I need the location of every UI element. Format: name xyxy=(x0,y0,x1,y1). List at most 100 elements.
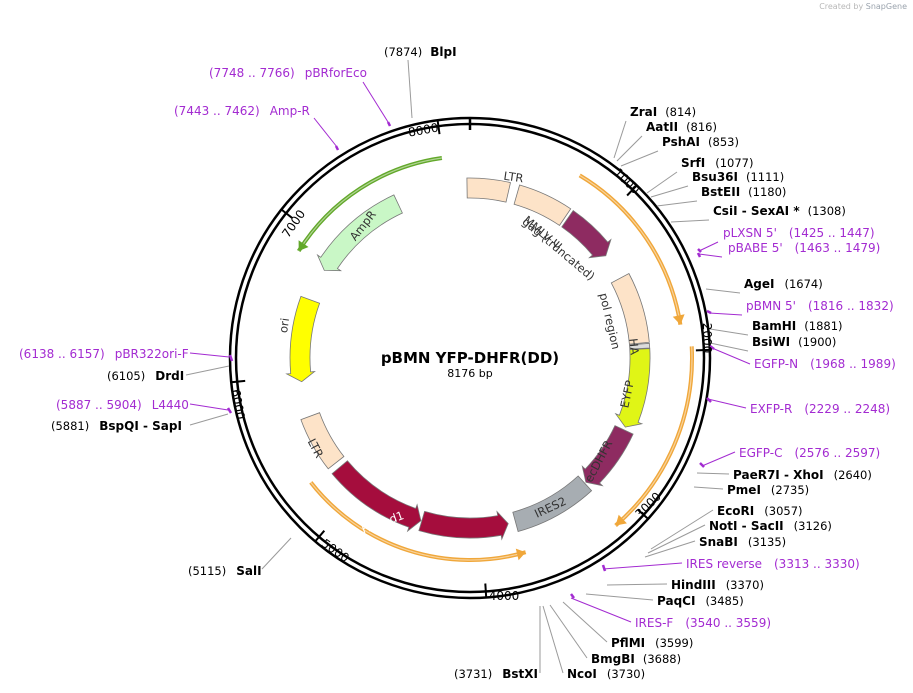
orf-arc-4-arrowhead xyxy=(298,240,309,251)
leader-srfi xyxy=(646,171,678,194)
feature-gag-arrow xyxy=(561,210,612,259)
primer-mark-egfpn xyxy=(709,345,715,350)
primer-mark-exfpr xyxy=(706,397,712,403)
feature-label-ha: HA xyxy=(626,338,642,356)
feature-ampr xyxy=(316,194,403,272)
tick-label-2000: 2000 xyxy=(700,323,714,354)
leader-aatii xyxy=(616,135,643,162)
enzyme-label-sali: (5115)SalI xyxy=(188,564,262,578)
tick-6000 xyxy=(231,379,246,384)
leader-egfpc xyxy=(701,451,736,467)
primer-label-pbabe: pBABE 5'(1463 .. 1479) xyxy=(728,241,880,255)
feature-eyfp xyxy=(614,348,651,428)
feature-hcred1-b xyxy=(331,460,422,533)
feature-label-ori: ori xyxy=(276,317,292,334)
leader-paqci xyxy=(585,593,654,601)
enzyme-label-bspqi: (5881)BspQI - SapI xyxy=(51,419,182,433)
leader-blpi xyxy=(407,59,413,119)
leader-bsu36i xyxy=(650,185,689,198)
leader-bspqi xyxy=(189,413,229,426)
enzyme-label-bsiwi: BsiWI(1900) xyxy=(752,335,836,349)
orf-arc-1-highlight xyxy=(579,174,681,325)
leader-pbabe xyxy=(698,253,723,258)
leader-bmgbi xyxy=(549,604,588,659)
primer-mark-plxsn xyxy=(697,248,702,253)
orf-arc-3-arrowhead xyxy=(515,548,526,561)
primer-label-iresrev: IRES reverse(3313 .. 3330) xyxy=(686,557,860,571)
tick-label-5000: 5000 xyxy=(319,536,352,565)
orf-arc-2-highlight xyxy=(615,346,693,526)
enzyme-label-srfi: SrfI(1077) xyxy=(681,156,754,170)
leader-hindiii xyxy=(606,583,668,586)
enzyme-label-pmei: PmeI(2735) xyxy=(727,483,809,497)
primer-label-egfpc: EGFP-C(2576 .. 2597) xyxy=(739,446,880,460)
leader-pshai xyxy=(620,150,659,167)
enzyme-label-paqci: PaqCI(3485) xyxy=(657,594,744,608)
leader-plxsn xyxy=(698,241,719,252)
orf-arc-2-arrowhead xyxy=(615,514,627,526)
feature-mmlv-gag xyxy=(513,184,572,226)
feature-label-hcred1-a: HcRed1 xyxy=(453,539,498,556)
orf-arc-1-arrowhead xyxy=(672,314,685,325)
leader-agei xyxy=(705,288,741,294)
enzyme-label-paer7i: PaeR7I - XhoI(2640) xyxy=(733,468,872,482)
leader-csii xyxy=(670,219,710,223)
leader-egfpn xyxy=(711,347,751,365)
leader-ecori xyxy=(650,509,714,550)
primer-mark-ampr xyxy=(334,145,340,151)
snapgene-credit: Created by SnapGene xyxy=(819,2,907,11)
tick-marks xyxy=(231,120,710,598)
enzyme-label-bsteii: BstEII(1180) xyxy=(701,185,786,199)
feature-hcred1-a xyxy=(418,510,509,541)
enzyme-label-bmgbi: BmgBI(3688) xyxy=(591,652,681,666)
feature-ltr2 xyxy=(300,412,345,470)
leader-bsiwi xyxy=(709,342,749,352)
primer-mark-l4440 xyxy=(226,407,233,414)
leader-sali xyxy=(261,537,292,570)
leader-drdi xyxy=(185,365,230,376)
primer-mark-pbmn xyxy=(706,309,712,315)
feature-ecdhfr xyxy=(581,425,634,487)
tick-label-8000: 8000 xyxy=(407,121,440,140)
feature-ori xyxy=(285,295,321,383)
primer-label-pbmn: pBMN 5'(1816 .. 1832) xyxy=(746,299,894,313)
enzyme-label-zrai: ZraI(814) xyxy=(630,105,696,119)
plasmid-name: pBMN YFP-DHFR(DD) xyxy=(381,349,559,367)
enzyme-label-ncoi: NcoI(3730) xyxy=(567,667,645,681)
enzyme-label-blpi: (7874)BlpI xyxy=(384,45,457,59)
primer-mark-pbr322 xyxy=(228,354,234,362)
enzyme-label-pshai: PshAI(853) xyxy=(662,135,739,149)
tick-label-4000: 4000 xyxy=(489,589,520,603)
leader-ampr xyxy=(313,117,338,148)
enzyme-label-agei: AgeI(1674) xyxy=(744,277,823,291)
tick-4000 xyxy=(484,583,488,598)
enzyme-label-ecori: EcoRI(3057) xyxy=(717,504,803,518)
primer-mark-iresrev xyxy=(601,564,607,572)
leader-bsteii xyxy=(656,200,698,207)
leader-zrai xyxy=(613,120,627,159)
leader-exfpr xyxy=(707,398,747,409)
orf-arc-4-highlight xyxy=(298,157,442,252)
enzyme-label-noti: NotI - SacII(3126) xyxy=(709,519,832,533)
plasmid-size: 8176 bp xyxy=(447,367,492,380)
enzyme-label-snabi: SnaBI(3135) xyxy=(699,535,786,549)
orf-arcs xyxy=(297,156,694,563)
primer-label-egfpn: EGFP-N(1968 .. 1989) xyxy=(754,357,896,371)
leader-snabi xyxy=(644,540,696,558)
orf-arc-3-highlight xyxy=(310,482,526,561)
primer-label-pbr322: (6138 .. 6157)pBR322ori-F xyxy=(19,347,189,361)
leader-lines xyxy=(185,59,751,674)
tick-label-6000: 6000 xyxy=(228,388,247,421)
tick-5000 xyxy=(314,530,326,543)
leader-noti xyxy=(647,524,706,554)
enzyme-label-aatii: AatII(816) xyxy=(646,120,717,134)
leader-iresf xyxy=(570,597,632,623)
leader-pbmn xyxy=(708,312,743,316)
leader-pbrforeco xyxy=(362,81,389,123)
feature-ires2 xyxy=(512,475,593,532)
feature-pol-region xyxy=(610,272,650,345)
primer-mark-pbabe xyxy=(696,252,702,258)
leader-ncoi xyxy=(542,605,564,674)
enzyme-label-hindiii: HindIII(3370) xyxy=(671,578,764,592)
